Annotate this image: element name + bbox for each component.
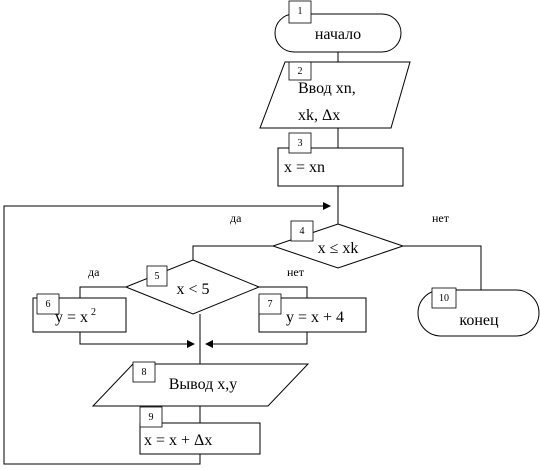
block-number-box [431, 287, 457, 309]
block-increment: 9 x = x + Δx [139, 406, 261, 455]
block-number: 1 [298, 6, 303, 17]
block-number-box [36, 293, 60, 315]
increment-label: x = x + Δx [144, 432, 212, 449]
process-increment [139, 422, 261, 455]
block-number-box [288, 61, 312, 81]
connector-7-merge [205, 332, 308, 348]
condition-main-label: x ≤ xk [318, 240, 359, 257]
block-number: 9 [149, 412, 154, 423]
connectors [3, 52, 482, 465]
block-condition-main: 4 x ≤ xk да нет [230, 211, 450, 269]
connector-4-yes [192, 245, 273, 260]
init-label: x = xn [284, 159, 325, 176]
block-number: 7 [268, 299, 273, 310]
terminator-start [274, 13, 402, 53]
block-number: 8 [142, 367, 147, 378]
block-init: 3 x = xn [277, 132, 404, 187]
block-condition-inner: 5 x < 5 да нет [88, 259, 305, 315]
connector-loop-back [3, 202, 331, 465]
block-number-box [258, 293, 282, 315]
process-init [277, 147, 404, 187]
block-number-box [288, 132, 312, 154]
branch-yes-label: да [88, 265, 100, 279]
block-number-box [288, 0, 312, 24]
block-input: 2 Ввод xn, xk, Δx [259, 61, 411, 129]
input-label-line2: xk, Δx [298, 107, 340, 124]
block-number-box [290, 220, 314, 242]
end-label: конец [459, 312, 499, 329]
start-label: начало [315, 26, 361, 43]
branch-no-label: нет [287, 265, 305, 279]
block-output: 8 Вывод x,y [91, 361, 310, 407]
block-number-box [139, 406, 163, 428]
add-label: y = x + 4 [286, 309, 344, 326]
block-number: 10 [439, 293, 449, 304]
block-number: 5 [155, 271, 160, 282]
output-label: Вывод x,y [169, 376, 238, 393]
condition-inner-label: x < 5 [176, 281, 209, 298]
connector-5-yes [79, 286, 126, 298]
input-label-line1: Ввод xn, [298, 80, 356, 97]
block-number-box [132, 361, 156, 383]
block-add: 7 y = x + 4 [258, 293, 367, 333]
block-number: 6 [46, 299, 51, 310]
block-number: 2 [298, 66, 303, 77]
block-number: 4 [300, 226, 305, 237]
connector-4-no [403, 245, 482, 290]
connector-6-merge [79, 332, 195, 348]
connector-5-no [259, 286, 308, 298]
block-number: 3 [298, 138, 303, 149]
branch-no-label: нет [432, 211, 450, 225]
branch-yes-label: да [230, 211, 242, 225]
block-end: 10 конец [417, 287, 540, 337]
block-number-box [146, 265, 168, 287]
block-start: 1 начало [274, 0, 402, 53]
